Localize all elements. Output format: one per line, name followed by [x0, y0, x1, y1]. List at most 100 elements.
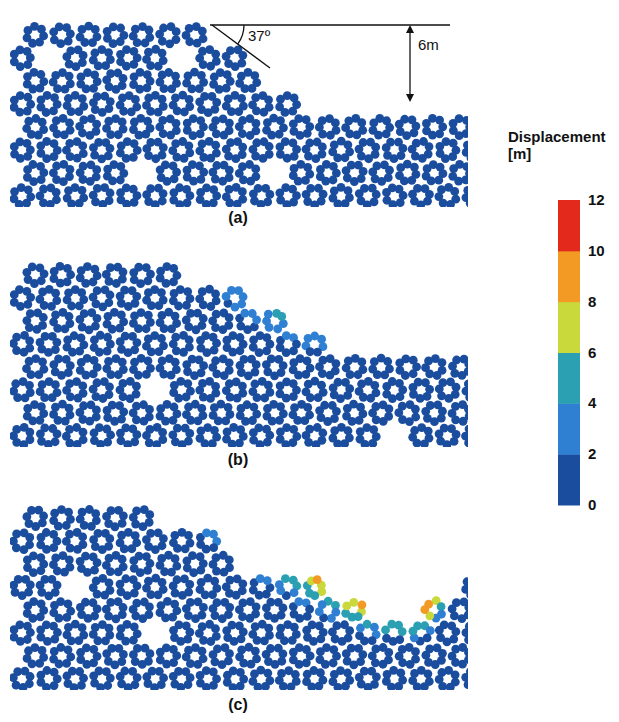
particle — [385, 166, 394, 175]
particle — [129, 636, 138, 645]
particle — [264, 310, 273, 319]
particle — [92, 406, 101, 415]
particle — [51, 367, 60, 376]
particle — [117, 311, 126, 320]
particle — [292, 630, 301, 639]
particle — [63, 630, 72, 639]
particle — [223, 343, 232, 352]
particle — [145, 26, 154, 35]
particle — [39, 313, 48, 322]
particle — [276, 435, 285, 444]
particle — [198, 27, 207, 36]
particle — [454, 177, 463, 186]
particle — [344, 186, 353, 195]
particle — [383, 357, 392, 366]
particle — [90, 343, 99, 352]
particle — [118, 93, 127, 102]
particle — [188, 160, 197, 169]
particle — [210, 105, 219, 114]
particle — [146, 184, 155, 193]
particle — [152, 440, 161, 447]
particle — [82, 660, 91, 669]
particle — [209, 80, 218, 89]
particle — [332, 407, 341, 416]
particle — [154, 62, 163, 71]
particle — [465, 622, 468, 631]
particle — [276, 389, 285, 398]
particle — [106, 598, 115, 607]
particle — [89, 370, 98, 379]
particle — [80, 309, 89, 318]
particle — [52, 175, 61, 184]
particle — [212, 310, 221, 319]
particle — [65, 60, 74, 69]
particle — [93, 558, 102, 567]
particle — [23, 152, 32, 161]
particle — [347, 161, 356, 170]
particle — [398, 627, 407, 636]
particle — [237, 94, 246, 103]
particle — [130, 139, 139, 148]
particle — [119, 365, 128, 374]
particle — [10, 96, 19, 105]
particle — [203, 574, 212, 583]
particle — [138, 614, 147, 623]
particle — [302, 658, 311, 667]
particle — [262, 346, 271, 355]
particle — [294, 597, 303, 606]
particle — [10, 57, 19, 66]
particle — [306, 184, 315, 193]
particle — [37, 149, 46, 158]
particle — [316, 655, 325, 664]
particle — [434, 176, 443, 185]
particle — [464, 635, 468, 644]
particle — [116, 632, 125, 641]
particle — [342, 649, 351, 658]
particle — [355, 631, 364, 640]
particle — [93, 92, 102, 101]
particle — [63, 194, 72, 203]
particle — [341, 378, 350, 387]
particle — [91, 105, 100, 114]
particle — [173, 575, 182, 584]
particle — [48, 393, 57, 402]
particle — [329, 194, 338, 203]
particle — [368, 168, 377, 177]
particle — [452, 598, 461, 607]
particle — [326, 131, 335, 140]
particle — [163, 177, 172, 186]
particle — [396, 127, 405, 136]
particle — [129, 60, 138, 69]
particle — [265, 190, 274, 199]
particle — [464, 380, 468, 389]
particle — [210, 426, 219, 435]
particle — [199, 123, 208, 132]
particle — [363, 200, 372, 207]
particle — [132, 430, 141, 439]
particle — [94, 138, 103, 147]
particle — [355, 387, 364, 396]
particle — [129, 125, 138, 134]
particle — [383, 151, 392, 160]
particle — [62, 613, 71, 622]
particle — [248, 387, 257, 396]
particle — [120, 286, 129, 295]
particle — [292, 191, 301, 200]
particle — [162, 262, 171, 271]
particle — [425, 644, 434, 653]
particle — [64, 37, 73, 46]
particle — [36, 566, 45, 575]
particle — [413, 184, 422, 193]
particle — [206, 62, 215, 71]
particle — [19, 377, 28, 386]
particle — [368, 365, 377, 374]
particle — [256, 440, 265, 447]
particle — [178, 91, 187, 100]
particle — [52, 296, 61, 305]
particle — [288, 107, 297, 116]
particle — [383, 670, 392, 679]
particle — [409, 627, 418, 636]
particle — [261, 682, 270, 690]
particle — [101, 636, 110, 645]
particle — [266, 644, 275, 653]
